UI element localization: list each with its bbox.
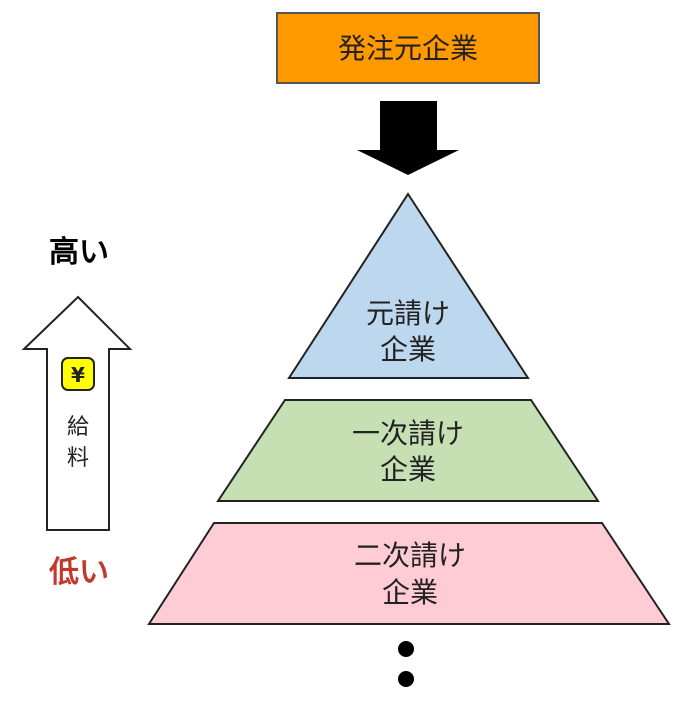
second-tier-label-line1: 二次請け	[354, 539, 466, 572]
second-tier-label-line2: 企業	[382, 576, 438, 609]
low-label: 低い	[48, 555, 109, 590]
continuation-dot	[398, 671, 414, 687]
continuation-dot	[398, 641, 414, 657]
prime-contractor-label-line2: 企業	[380, 333, 436, 366]
first-tier-label-line1: 一次請け	[352, 417, 464, 450]
client-company-box	[276, 12, 540, 84]
client-company-label: 発注元企業	[338, 32, 478, 65]
yen-badge	[61, 357, 95, 391]
yen-icon: ¥	[71, 363, 85, 387]
salary-label-char2: 料	[67, 446, 89, 471]
prime-contractor-label-line1: 元請け	[366, 297, 450, 330]
high-label: 高い	[49, 235, 109, 270]
first-tier-label-line2: 企業	[380, 453, 436, 486]
prime-contractor-shape	[287, 192, 530, 379]
second-tier-subcontractor-shape	[147, 522, 671, 625]
down-arrow-icon	[357, 101, 459, 175]
first-tier-subcontractor-shape	[216, 399, 600, 502]
salary-label-char1: 給	[67, 415, 89, 440]
salary-up-arrow-icon	[21, 295, 133, 531]
